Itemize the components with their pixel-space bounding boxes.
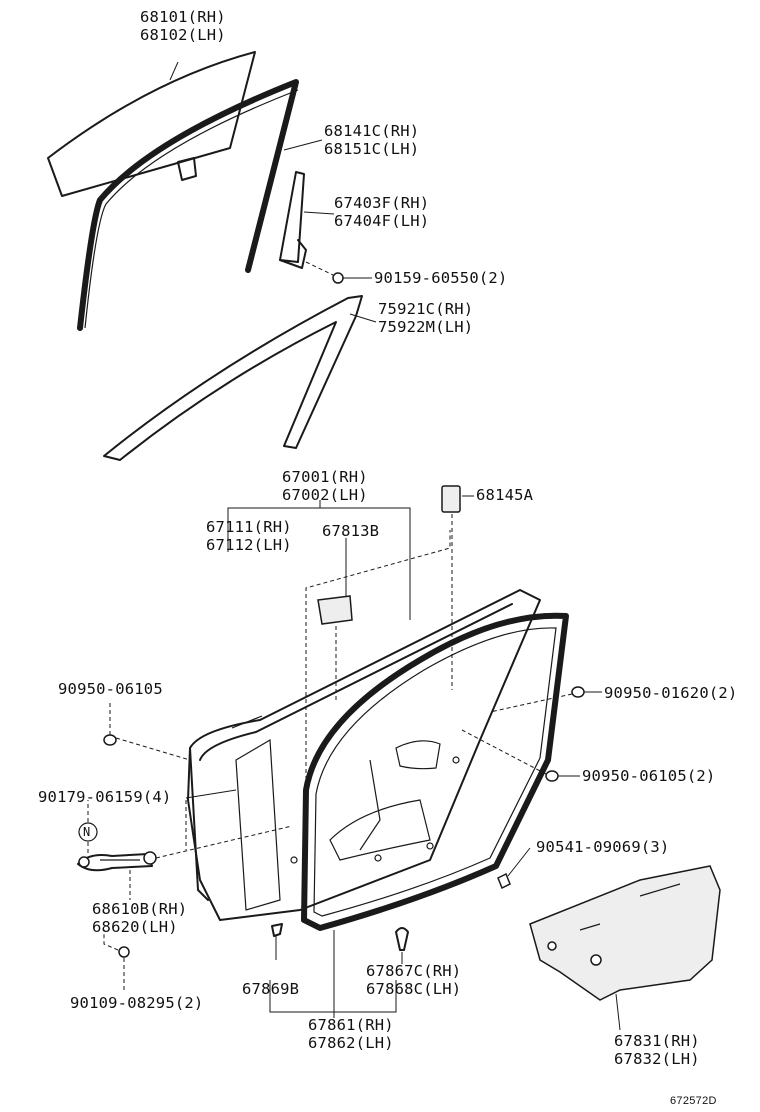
- clip-67869[interactable]: [271, 923, 283, 960]
- label-67831: 67831(RH) 67832(LH): [614, 1032, 700, 1068]
- door-inner-panel: [235, 738, 460, 911]
- label-68101: 68101(RH) 68102(LH): [140, 8, 226, 44]
- label-90109: 90109-08295(2): [70, 994, 204, 1012]
- glass-run-channel[interactable]: [77, 79, 299, 331]
- label-67403: 67403F(RH) 67404F(LH): [334, 194, 430, 230]
- door-check-arm[interactable]: [77, 825, 293, 900]
- door-glass[interactable]: [47, 51, 256, 197]
- clip-67867[interactable]: [395, 927, 409, 964]
- rear-channel[interactable]: [279, 171, 307, 269]
- label-68610: 68610B(RH) 68620(LH): [92, 900, 188, 936]
- label-n: N: [83, 825, 91, 839]
- door-weatherstrip[interactable]: [301, 612, 569, 931]
- door-shell[interactable]: [187, 589, 541, 921]
- hole-plug-90950-01620[interactable]: [489, 686, 602, 713]
- hole-plug-90950-06105[interactable]: [103, 700, 191, 761]
- label-75921: 75921C(RH) 75922M(LH): [378, 300, 474, 336]
- service-hole-cover-sheet[interactable]: [529, 865, 721, 1031]
- label-67867: 67867C(RH) 67868C(LH): [366, 962, 462, 998]
- label-68141: 68141C(RH) 68151C(LH): [324, 122, 420, 158]
- service-hole-cover-67813[interactable]: [317, 595, 353, 700]
- label-90179: 90179-06159(4): [38, 788, 172, 806]
- label-90159: 90159-60550(2): [374, 269, 508, 287]
- label-67813: 67813B: [322, 522, 380, 540]
- diagram-code: 672572D: [670, 1095, 717, 1107]
- label-90950-06105-2: 90950-06105(2): [582, 767, 716, 785]
- label-90950-06105: 90950-06105: [58, 680, 163, 698]
- label-67869: 67869B: [242, 980, 300, 998]
- label-67001: 67001(RH) 67002(LH): [282, 468, 368, 504]
- label-67861: 67861(RH) 67862(LH): [308, 1016, 394, 1052]
- screw-90159[interactable]: [305, 261, 344, 284]
- hole-plug-68145[interactable]: [441, 485, 461, 690]
- bolt-90109[interactable]: [103, 930, 130, 990]
- nut-marker: [78, 800, 98, 856]
- clip-90541[interactable]: [497, 847, 531, 890]
- label-68145: 68145A: [476, 486, 534, 504]
- label-67111: 67111(RH) 67112(LH): [206, 518, 292, 554]
- label-90541: 90541-09069(3): [536, 838, 670, 856]
- hole-plug-90950-06105-2[interactable]: [461, 729, 580, 782]
- window-frame-moulding[interactable]: [103, 295, 363, 461]
- label-90950-01620: 90950-01620(2): [604, 684, 738, 702]
